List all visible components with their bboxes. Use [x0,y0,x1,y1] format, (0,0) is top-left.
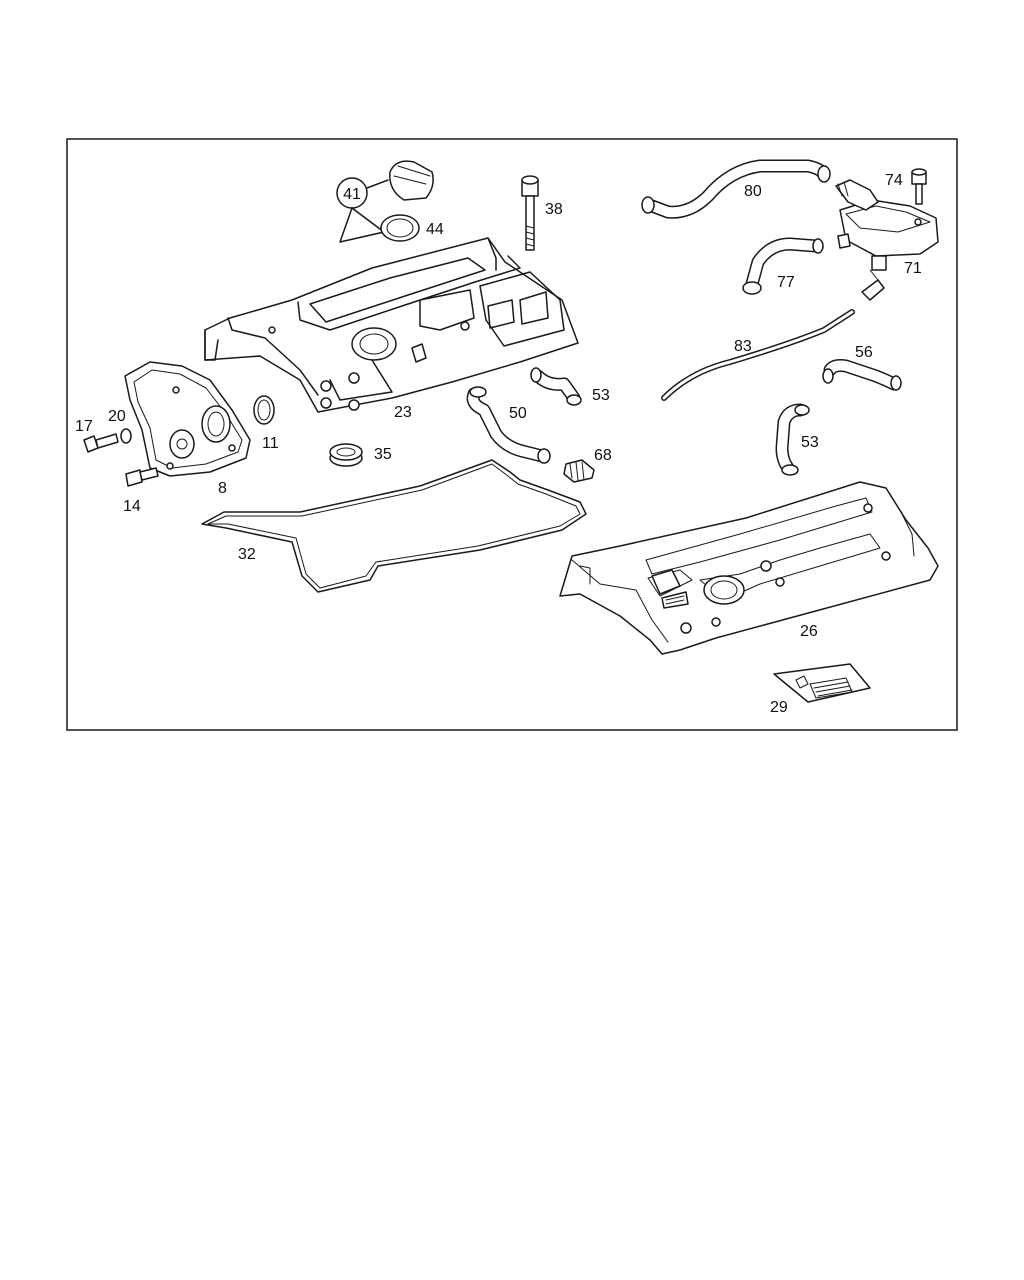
part-20-washer [120,428,132,444]
part-50-hose [466,386,551,464]
part-35-grommet [329,443,363,467]
part-68-fitting [563,459,595,483]
label-part-71: 71 [904,260,922,277]
part-53-elbow-hose-b [775,403,810,476]
label-part-83: 83 [734,338,752,355]
part-38-bolt [521,175,539,251]
label-part-20: 20 [108,408,126,425]
part-23-cylinder-head-cover [204,237,579,413]
label-part-11: 11 [262,435,279,452]
part-53-elbow-hose-a [530,367,582,406]
part-8-cover-plate [124,361,251,477]
label-part-56: 56 [855,344,873,361]
label-part-35: 35 [374,446,392,463]
label-part-32: 32 [238,546,256,563]
label-part-80: 80 [744,183,762,200]
label-part-68: 68 [594,447,612,464]
label-part-38: 38 [545,201,563,218]
label-part-17: 17 [75,418,93,435]
label-part-26: 26 [800,623,818,640]
part-56-elbow-hose [822,359,902,391]
part-41-oil-filler-cap [336,160,434,243]
label-part-44: 44 [426,221,444,238]
part-14-bolt [125,467,159,487]
label-part-53-b: 53 [801,434,819,451]
label-part-41: 41 [343,186,361,203]
part-77-hose [742,237,824,295]
part-71-oil-separator [835,179,939,271]
label-part-74: 74 [885,172,903,189]
diagram-frame [66,138,958,731]
label-part-53-a: 53 [592,387,610,404]
label-part-29: 29 [770,699,788,716]
part-83-vent-line [661,269,885,401]
part-29-label-sticker [773,663,871,703]
label-part-23: 23 [394,404,412,421]
part-80-breather-hose [641,159,831,219]
label-part-77: 77 [777,274,795,291]
part-74-bolt [911,168,927,205]
part-17-bolt [83,433,119,453]
part-44-seal-ring [380,214,420,242]
label-part-14: 14 [123,498,141,515]
part-32-cover-gasket [201,459,587,593]
label-part-50: 50 [509,405,527,422]
part-11-o-ring [253,395,275,425]
part-26-engine-trim-cover [559,481,939,655]
label-part-8: 8 [218,480,227,497]
